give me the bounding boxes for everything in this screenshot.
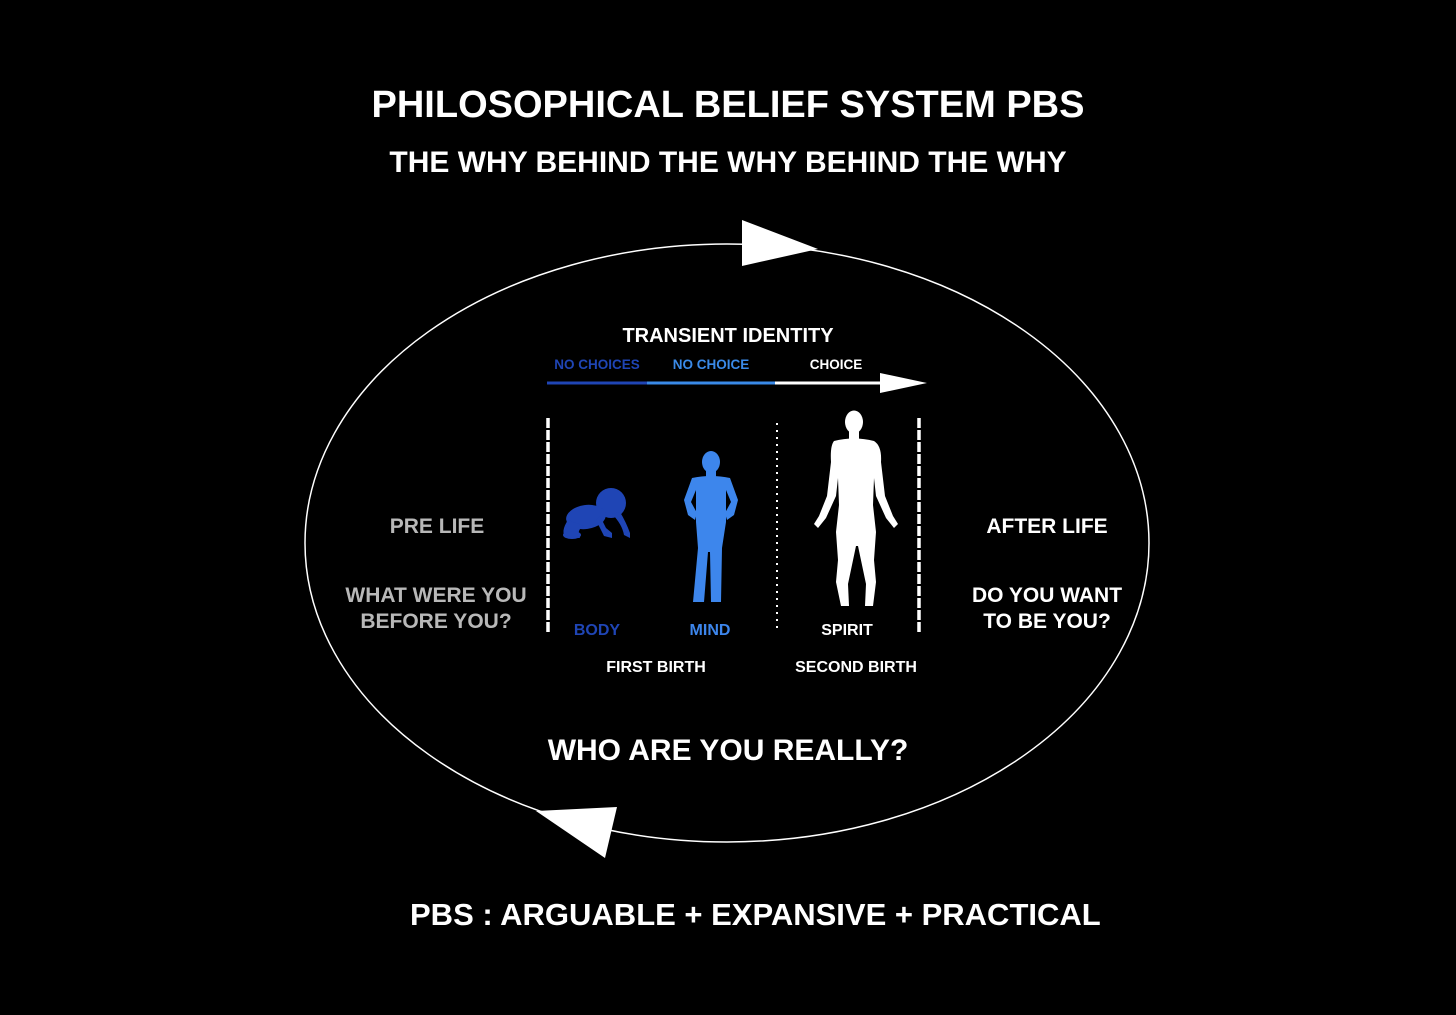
crawling-baby-silhouette-icon [563, 488, 630, 539]
stage-label-mind: MIND [660, 623, 760, 639]
stage-label-spirit: SPIRIT [797, 623, 897, 639]
human-figure-silhouette-icon [814, 411, 898, 607]
first-birth-label: FIRST BIRTH [576, 660, 736, 676]
cycle-arrow-bottom-icon [536, 807, 617, 858]
segment-label-no-choice: NO CHOICE [648, 358, 774, 372]
segment-label-no-choices: NO CHOICES [548, 358, 646, 372]
after-life-question: DO YOU WANT TO BE YOU? [932, 583, 1162, 634]
segment-label-choice: CHOICE [776, 358, 896, 372]
pre-life-label: PRE LIFE [337, 516, 537, 537]
timeline-arrowhead-icon [880, 373, 927, 393]
stage-label-body: BODY [547, 623, 647, 639]
transient-identity-label: TRANSIENT IDENTITY [540, 326, 916, 346]
cycle-arrow-top-icon [742, 220, 818, 266]
second-birth-label: SECOND BIRTH [776, 660, 936, 676]
page-title: PHILOSOPHICAL BELIEF SYSTEM PBS [0, 86, 1456, 124]
footer-tagline: PBS : ARGUABLE + EXPANSIVE + PRACTICAL [410, 899, 1170, 930]
page-subtitle: THE WHY BEHIND THE WHY BEHIND THE WHY [0, 148, 1456, 178]
after-life-label: AFTER LIFE [947, 516, 1147, 537]
pre-life-question: WHAT WERE YOU BEFORE YOU? [321, 583, 551, 634]
standing-man-silhouette-icon [684, 451, 738, 602]
central-question: WHO ARE YOU REALLY? [0, 736, 1456, 766]
